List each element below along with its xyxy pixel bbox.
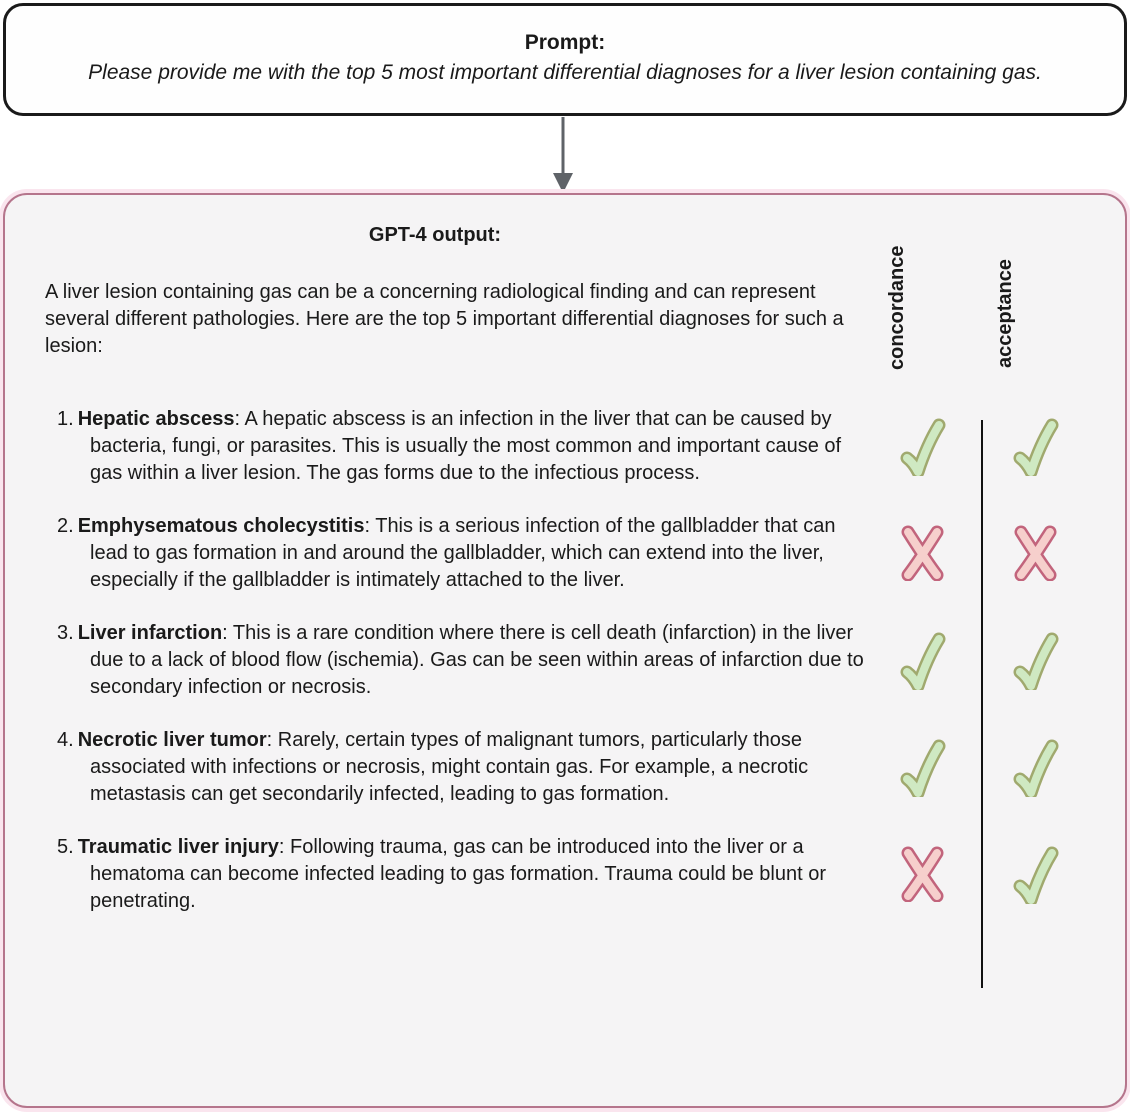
- prompt-box: Prompt: Please provide me with the top 5…: [3, 3, 1127, 116]
- check-icon: [1013, 846, 1058, 904]
- prompt-title: Prompt:: [524, 31, 606, 54]
- list-item: 2.Emphysematous cholecystitis: This is a…: [5, 513, 1125, 594]
- check-icon: [1013, 632, 1058, 690]
- check-icon: [900, 418, 945, 476]
- item-number: 4.: [57, 729, 74, 751]
- concordance-column-header: concordance: [886, 245, 908, 370]
- prompt-text: Please provide me with the top 5 most im…: [88, 61, 1042, 84]
- check-icon: [900, 632, 945, 690]
- item-term: Liver infarction: [77, 622, 223, 644]
- list-item: 5.Traumatic liver injury: Following trau…: [5, 834, 1125, 915]
- cross-icon: [1014, 525, 1056, 581]
- item-number: 3.: [57, 622, 74, 644]
- concordance-mark: [865, 523, 978, 581]
- concordance-mark: [865, 630, 978, 690]
- item-description: : This is a serious infection of the gal…: [90, 515, 836, 591]
- item-description: : A hepatic abscess is an infection in t…: [90, 408, 842, 484]
- item-term: Necrotic liver tumor: [77, 729, 267, 751]
- column-divider-line: [981, 420, 983, 988]
- check-icon: [1013, 739, 1058, 797]
- concordance-mark: [865, 737, 978, 797]
- check-icon: [900, 739, 945, 797]
- concordance-mark: [865, 844, 978, 902]
- check-icon: [1013, 418, 1058, 476]
- item-number: 1.: [57, 408, 74, 430]
- acceptance-mark: [978, 737, 1091, 797]
- acceptance-mark: [978, 630, 1091, 690]
- item-text: 2.Emphysematous cholecystitis: This is a…: [5, 513, 865, 594]
- acceptance-mark: [978, 523, 1091, 581]
- item-description: : This is a rare condition where there i…: [90, 622, 864, 698]
- cross-icon: [901, 846, 943, 902]
- item-description: : Following trauma, gas can be introduce…: [90, 836, 826, 912]
- acceptance-mark: [978, 844, 1091, 904]
- concordance-mark: [865, 416, 978, 476]
- list-item: 1.Hepatic abscess: A hepatic abscess is …: [5, 406, 1125, 487]
- gpt4-output-box: GPT-4 output: A liver lesion containing …: [3, 193, 1127, 1108]
- item-text: 1.Hepatic abscess: A hepatic abscess is …: [5, 406, 865, 487]
- item-number: 5.: [57, 836, 74, 858]
- item-text: 3.Liver infarction: This is a rare condi…: [5, 620, 865, 701]
- item-term: Traumatic liver injury: [77, 836, 279, 858]
- item-description: : Rarely, certain types of malignant tum…: [90, 729, 809, 805]
- acceptance-mark: [978, 416, 1091, 476]
- item-term: Emphysematous cholecystitis: [77, 515, 365, 537]
- acceptance-column-header: acceptance: [994, 259, 1016, 368]
- output-title: GPT-4 output:: [368, 224, 502, 246]
- list-item: 4.Necrotic liver tumor: Rarely, certain …: [5, 727, 1125, 808]
- cross-icon: [901, 525, 943, 581]
- down-arrow-icon: [552, 117, 574, 193]
- differential-diagnosis-list: 1.Hepatic abscess: A hepatic abscess is …: [5, 406, 1125, 915]
- item-text: 5.Traumatic liver injury: Following trau…: [5, 834, 865, 915]
- item-number: 2.: [57, 515, 74, 537]
- item-term: Hepatic abscess: [77, 408, 235, 430]
- output-intro: A liver lesion containing gas can be a c…: [45, 281, 844, 357]
- item-text: 4.Necrotic liver tumor: Rarely, certain …: [5, 727, 865, 808]
- list-item: 3.Liver infarction: This is a rare condi…: [5, 620, 1125, 701]
